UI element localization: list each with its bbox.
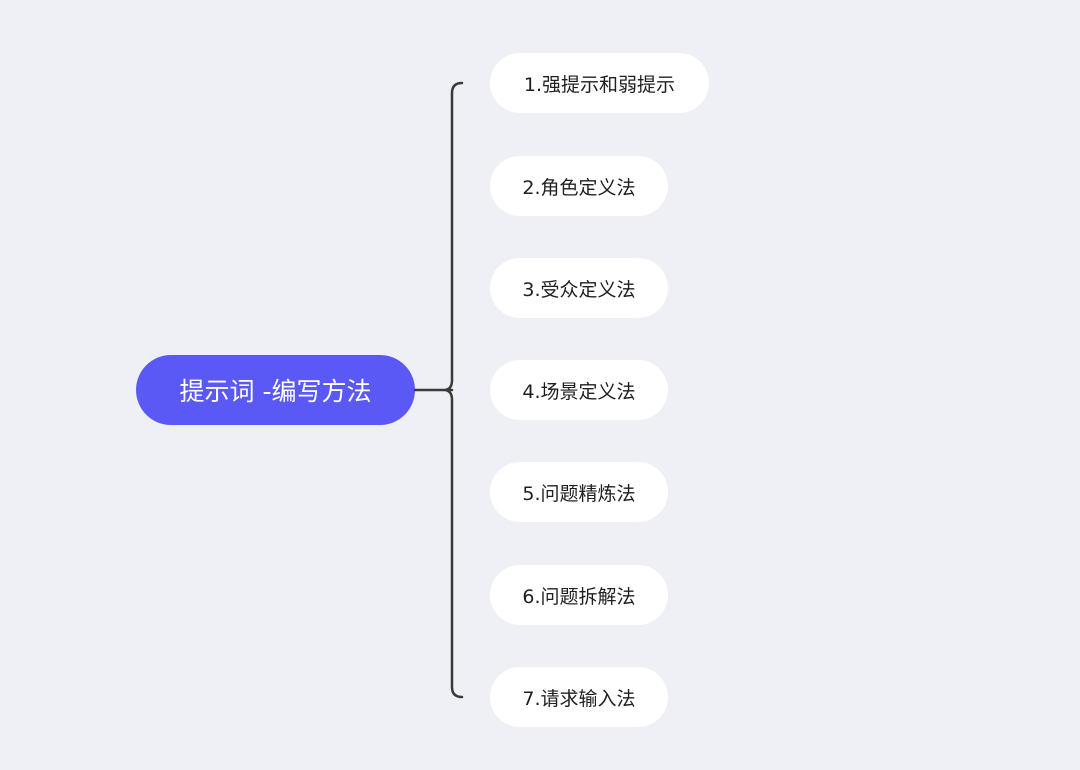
subtopic-node-7[interactable]: 7.请求输入法 [490,667,668,727]
subtopic-node-6[interactable]: 6.问题拆解法 [490,565,668,625]
subtopic-node-5[interactable]: 5.问题精炼法 [490,462,668,522]
subtopic-node-3[interactable]: 3.受众定义法 [490,258,668,318]
root-topic-node[interactable]: 提示词 -编写方法 [136,355,415,425]
subtopic-node-2[interactable]: 2.角色定义法 [490,156,668,216]
subtopic-node-1[interactable]: 1.强提示和弱提示 [490,53,709,113]
subtopic-node-4[interactable]: 4.场景定义法 [490,360,668,420]
bracket-line [413,81,464,699]
